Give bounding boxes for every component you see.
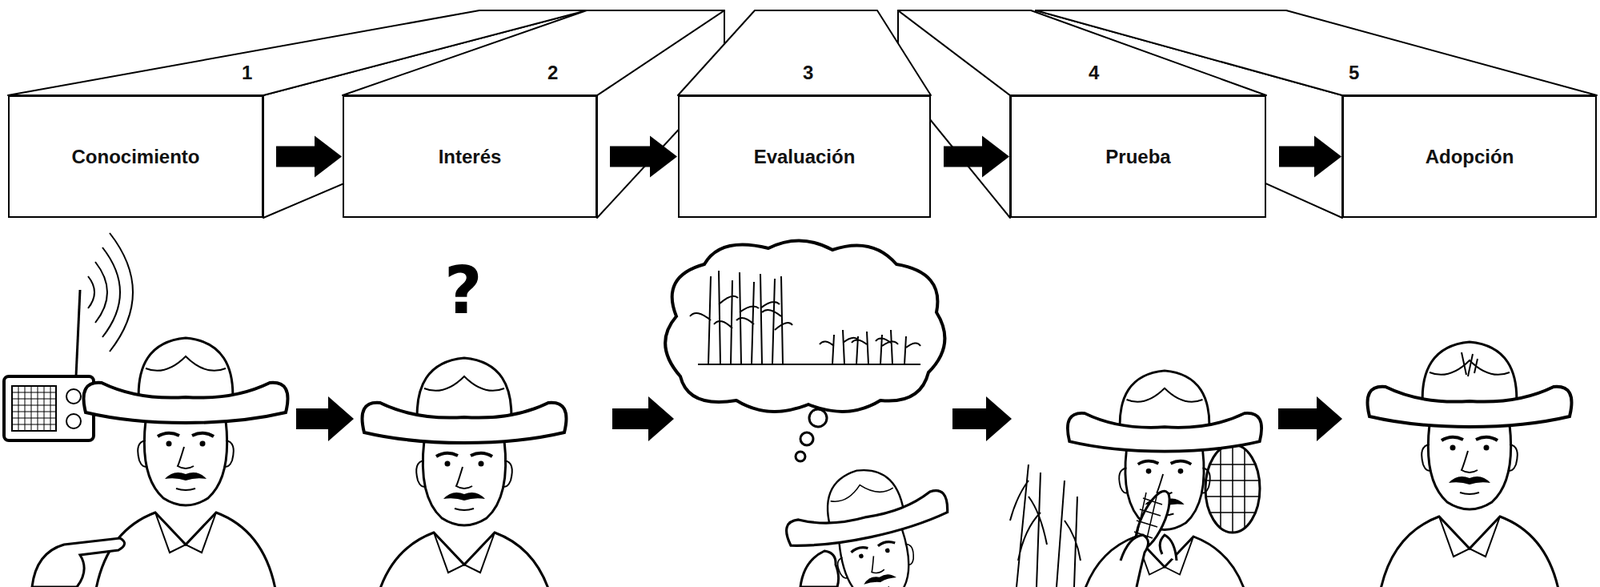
tall-corn bbox=[689, 270, 793, 365]
step-number: 1 bbox=[241, 61, 253, 85]
basket bbox=[1205, 444, 1260, 533]
hands bbox=[1120, 534, 1177, 587]
block-arrow-connector bbox=[943, 136, 1010, 178]
block-arrow bbox=[952, 396, 1012, 442]
process-box: 4Prueba bbox=[1010, 95, 1267, 218]
stage-label: Prueba bbox=[1105, 145, 1171, 169]
box-faces bbox=[8, 10, 1597, 218]
process-box: 1Conocimiento bbox=[8, 95, 264, 218]
thought-bubble bbox=[809, 409, 827, 427]
stage-label: Adopción bbox=[1425, 145, 1515, 169]
sound-waves bbox=[88, 232, 133, 352]
step-number: 3 bbox=[802, 61, 814, 85]
box-top-face bbox=[342, 10, 725, 96]
farmer-trying bbox=[1067, 370, 1262, 587]
process-box: 3Evaluación bbox=[677, 95, 931, 218]
hat-mark bbox=[1461, 352, 1478, 377]
step-number: 4 bbox=[1088, 61, 1099, 85]
thought-bubble bbox=[795, 451, 806, 462]
question-mark: ? bbox=[444, 254, 483, 327]
stage-label: Conocimiento bbox=[72, 145, 201, 169]
speaker-grill bbox=[12, 385, 57, 431]
thought-cloud bbox=[665, 240, 945, 411]
corn-plants bbox=[1010, 464, 1081, 587]
farmer-adopting bbox=[1367, 341, 1572, 587]
block-arrow bbox=[1278, 396, 1343, 442]
thought-bubble bbox=[800, 432, 814, 446]
farmer-curious bbox=[362, 357, 567, 587]
farmer-thinking bbox=[777, 453, 982, 587]
box-top-face bbox=[898, 10, 1267, 96]
knob bbox=[66, 413, 81, 429]
stage-label: Interés bbox=[438, 145, 502, 169]
antenna bbox=[76, 289, 81, 377]
pointing-hand bbox=[32, 537, 125, 587]
short-corn bbox=[819, 329, 921, 365]
block-arrow bbox=[296, 396, 354, 442]
hand-on-chin bbox=[800, 550, 839, 587]
grill-mesh bbox=[12, 385, 57, 431]
block-arrow-connector bbox=[276, 136, 342, 178]
block-arrow-connector bbox=[609, 136, 678, 178]
knob bbox=[66, 388, 81, 404]
radio-body bbox=[4, 376, 94, 441]
box-top-face bbox=[677, 10, 931, 96]
process-box: 5Adopción bbox=[1342, 95, 1597, 218]
process-box: 2Interés bbox=[342, 95, 598, 218]
stage-label: Evaluación bbox=[753, 145, 856, 169]
basket-weave bbox=[1207, 445, 1259, 532]
block-arrow-connector bbox=[1279, 136, 1342, 178]
step-number: 5 bbox=[1348, 61, 1360, 85]
illustration-arrows bbox=[296, 396, 1343, 442]
block-arrow bbox=[612, 396, 674, 442]
step-number: 2 bbox=[547, 61, 558, 85]
